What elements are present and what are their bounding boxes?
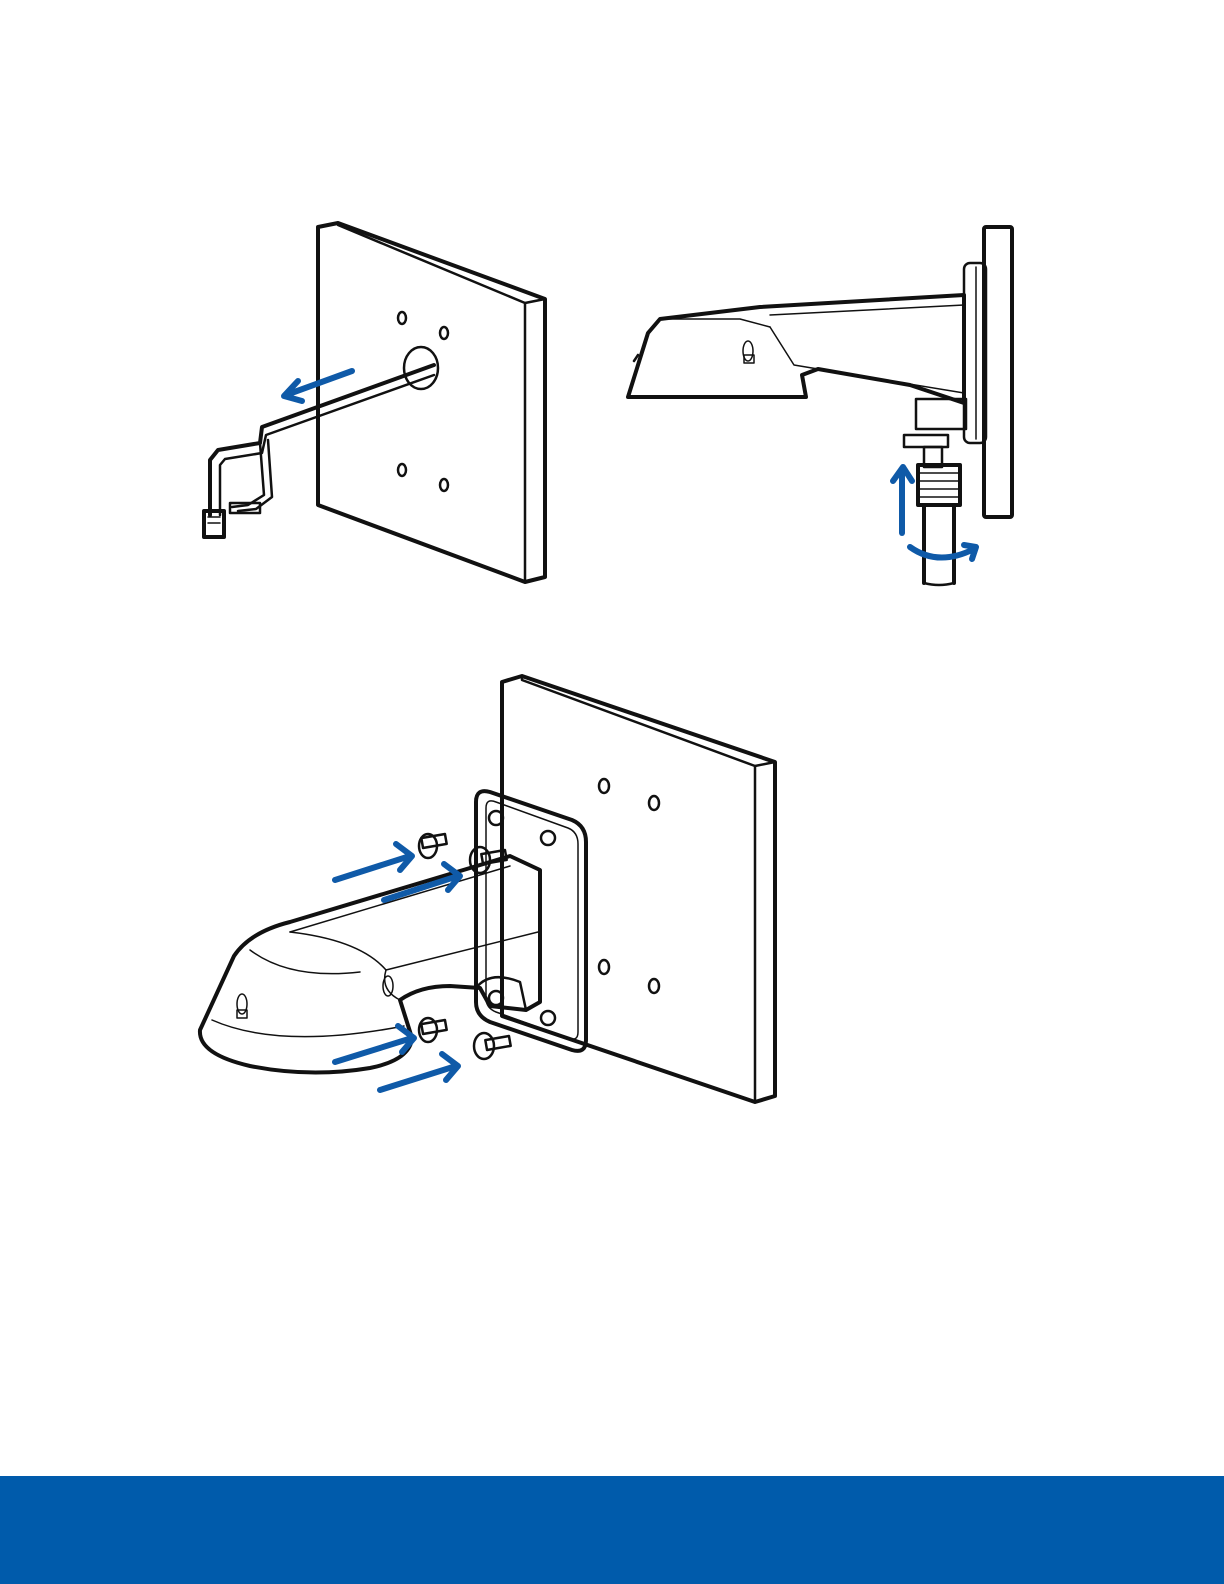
bracket-screws-figure [190,670,790,1115]
side-view-conduit-figure [620,215,1030,595]
bracket-base-plate [476,791,586,1051]
bracket-arm-side [628,295,964,403]
screw-bottom-left [419,1018,447,1042]
footer-bar [0,1476,1224,1584]
cable-through-wall-figure [190,215,560,595]
mounting-holes [398,312,448,491]
screw-top-left [419,834,447,858]
wall-plate [318,223,545,582]
wall-plate-side [964,227,1012,517]
bracket-mount-illustration-icon [190,670,790,1115]
screw-bottom-right [474,1033,511,1059]
bracket-side-illustration-icon [620,215,1030,595]
cable-pull-illustration-icon [190,215,560,595]
